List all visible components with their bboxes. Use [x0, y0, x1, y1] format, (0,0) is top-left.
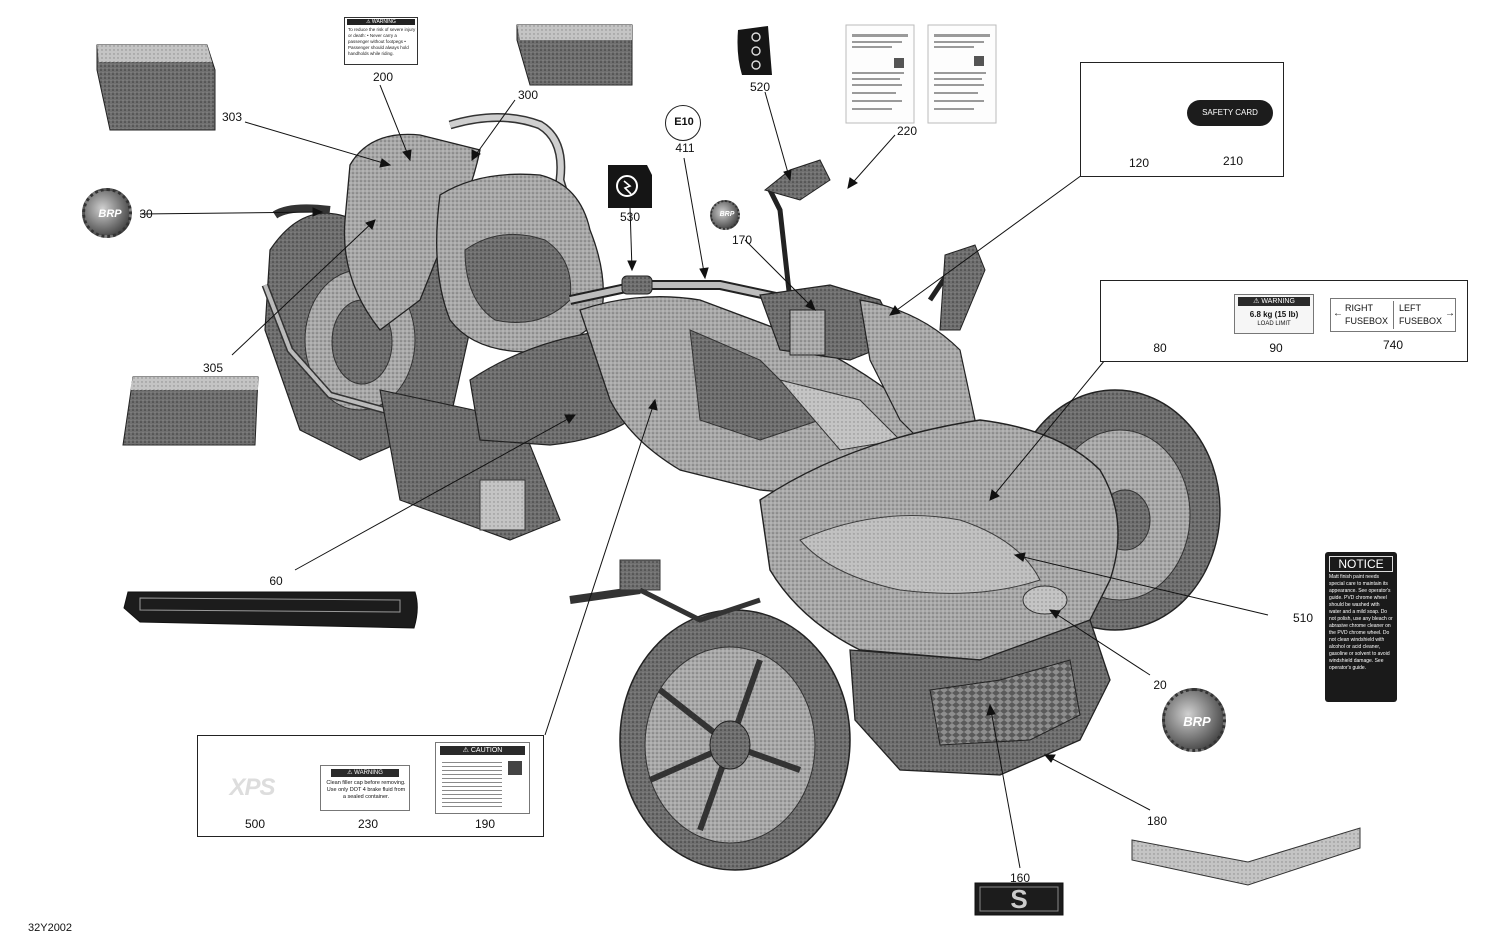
notice-text: Matt finish paint needs special care to … — [1329, 574, 1393, 671]
callout-180: 180 — [1146, 814, 1168, 828]
callout-120: 120 — [1128, 156, 1150, 170]
callout-740: 740 — [1382, 338, 1404, 352]
decal-200-title: ⚠ WARNING — [347, 19, 415, 25]
decal-190: ⚠ CAUTION — [435, 742, 530, 814]
callout-230: 230 — [357, 817, 379, 831]
front-left-wheel — [619, 609, 851, 871]
decal-notice: NOTICE Matt finish paint needs special c… — [1325, 552, 1397, 702]
callout-303: 303 — [221, 110, 243, 124]
callout-520: 520 — [749, 80, 771, 94]
callout-411: 411 — [675, 141, 695, 155]
decal-210-safety-card: SAFETY CARD — [1187, 100, 1273, 126]
brp-logo-text: BRP — [719, 211, 735, 218]
decal-90-sub: LOAD LIMIT — [1257, 321, 1291, 327]
right-fusebox-text: RIGHT FUSEBOX — [1345, 303, 1389, 326]
callout-190: 190 — [474, 817, 496, 831]
callout-200: 200 — [372, 70, 394, 84]
callout-305: 305 — [202, 361, 224, 375]
decal-230: ⚠ WARNING Clean filler cap before removi… — [320, 765, 410, 811]
decal-60-strip — [123, 591, 418, 629]
callout-220: 220 — [896, 124, 918, 138]
figure-id: 32Y2002 — [28, 922, 73, 934]
callout-80: 80 — [1153, 341, 1167, 355]
decal-90-title: ⚠ WARNING — [1238, 297, 1310, 306]
callout-510: 510 — [1292, 611, 1314, 625]
safety-card-text: SAFETY CARD — [1202, 108, 1258, 117]
brp-logo-badge-170: BRP — [710, 200, 740, 230]
callout-30: 30 — [139, 207, 153, 221]
callout-170: 170 — [731, 233, 753, 247]
arrow-left-icon: ← — [1333, 308, 1343, 319]
brp-logo-badge-20: BRP — [1162, 688, 1226, 752]
e10-text: E10 — [674, 116, 694, 128]
callout-20: 20 — [1153, 678, 1167, 692]
left-fusebox-text: LEFT FUSEBOX — [1399, 303, 1443, 326]
decal-411-e10: E10 — [665, 105, 701, 141]
brp-logo-text: BRP — [98, 208, 122, 220]
decal-90-value: 6.8 kg (15 lb) — [1249, 310, 1299, 319]
decal-200-text: To reduce the risk of severe injury or d… — [348, 27, 416, 56]
callout-500: 500 — [244, 817, 266, 831]
notice-title: NOTICE — [1329, 556, 1393, 572]
callout-60: 60 — [269, 574, 283, 588]
callout-160: 160 — [1009, 871, 1031, 885]
callout-90: 90 — [1269, 341, 1283, 355]
brp-logo-text: BRP — [1183, 714, 1211, 729]
leader-lines — [139, 84, 1269, 869]
brp-logo-badge-30: BRP — [82, 188, 132, 238]
decal-160-letter: S — [1010, 884, 1028, 914]
decal-520 — [737, 26, 772, 75]
callout-300: 300 — [517, 88, 539, 102]
decal-230-text: Clean filler cap before removing. Use on… — [326, 780, 406, 800]
decal-200: ⚠ WARNING To reduce the risk of severe i… — [344, 17, 418, 65]
decal-230-title: ⚠ WARNING — [331, 769, 399, 777]
decal-740: ← RIGHT FUSEBOX LEFT FUSEBOX → — [1330, 298, 1456, 332]
arrow-right-icon: → — [1445, 308, 1455, 319]
callout-210: 210 — [1222, 154, 1244, 168]
decal-160 — [974, 882, 1064, 916]
decal-90: ⚠ WARNING 6.8 kg (15 lb) LOAD LIMIT — [1234, 294, 1314, 334]
decal-190-title: ⚠ CAUTION — [440, 746, 525, 755]
decal-180 — [1131, 827, 1361, 886]
callout-530: 530 — [619, 210, 641, 224]
xps-logo-text: XPS — [229, 774, 275, 801]
